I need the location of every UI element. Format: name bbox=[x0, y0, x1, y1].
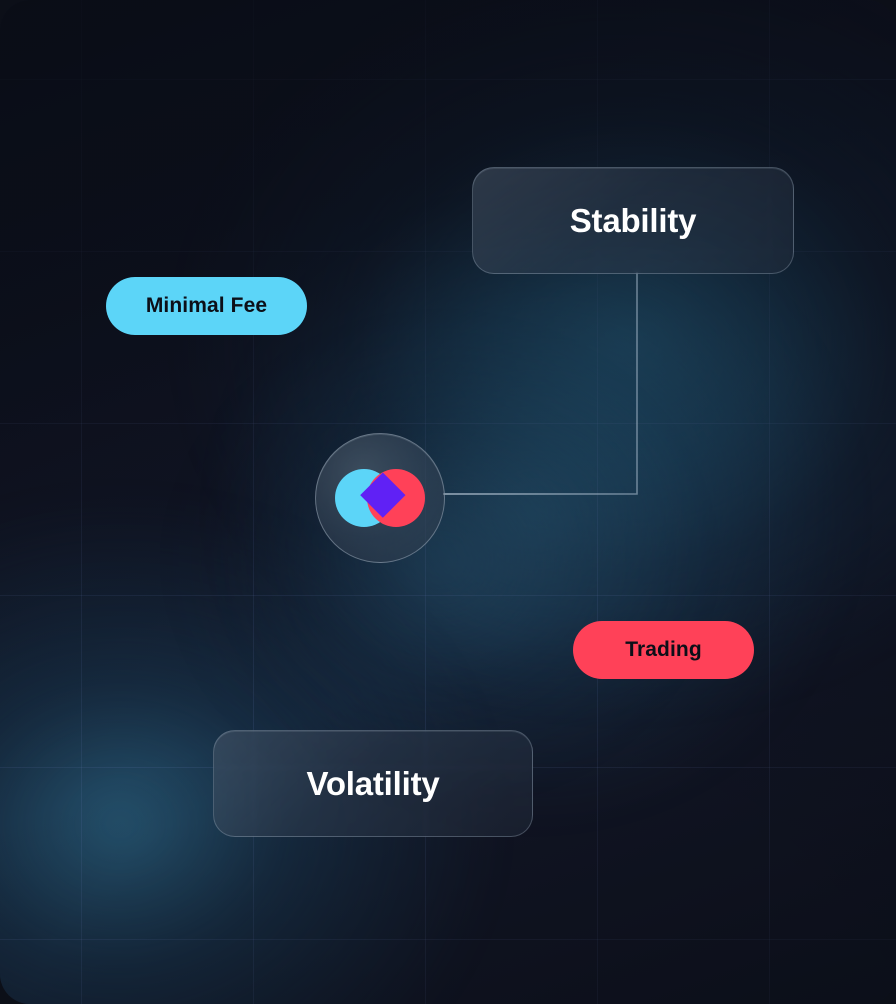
tag-pill-trading[interactable]: Trading bbox=[573, 621, 754, 679]
node-card-volatility-label: Volatility bbox=[306, 764, 440, 802]
node-card-stability-label: Stability bbox=[569, 201, 697, 239]
hub-node[interactable] bbox=[315, 433, 445, 563]
node-card-volatility[interactable]: Volatility bbox=[213, 730, 533, 837]
brand-logo-icon bbox=[335, 469, 425, 527]
connector-hub-to-stability bbox=[443, 272, 638, 495]
tag-pill-minimal-fee[interactable]: Minimal Fee bbox=[106, 277, 307, 335]
node-card-stability[interactable]: Stability bbox=[472, 167, 794, 274]
tag-pill-trading-label: Trading bbox=[625, 638, 702, 661]
tag-pill-minimal-fee-label: Minimal Fee bbox=[145, 294, 268, 317]
